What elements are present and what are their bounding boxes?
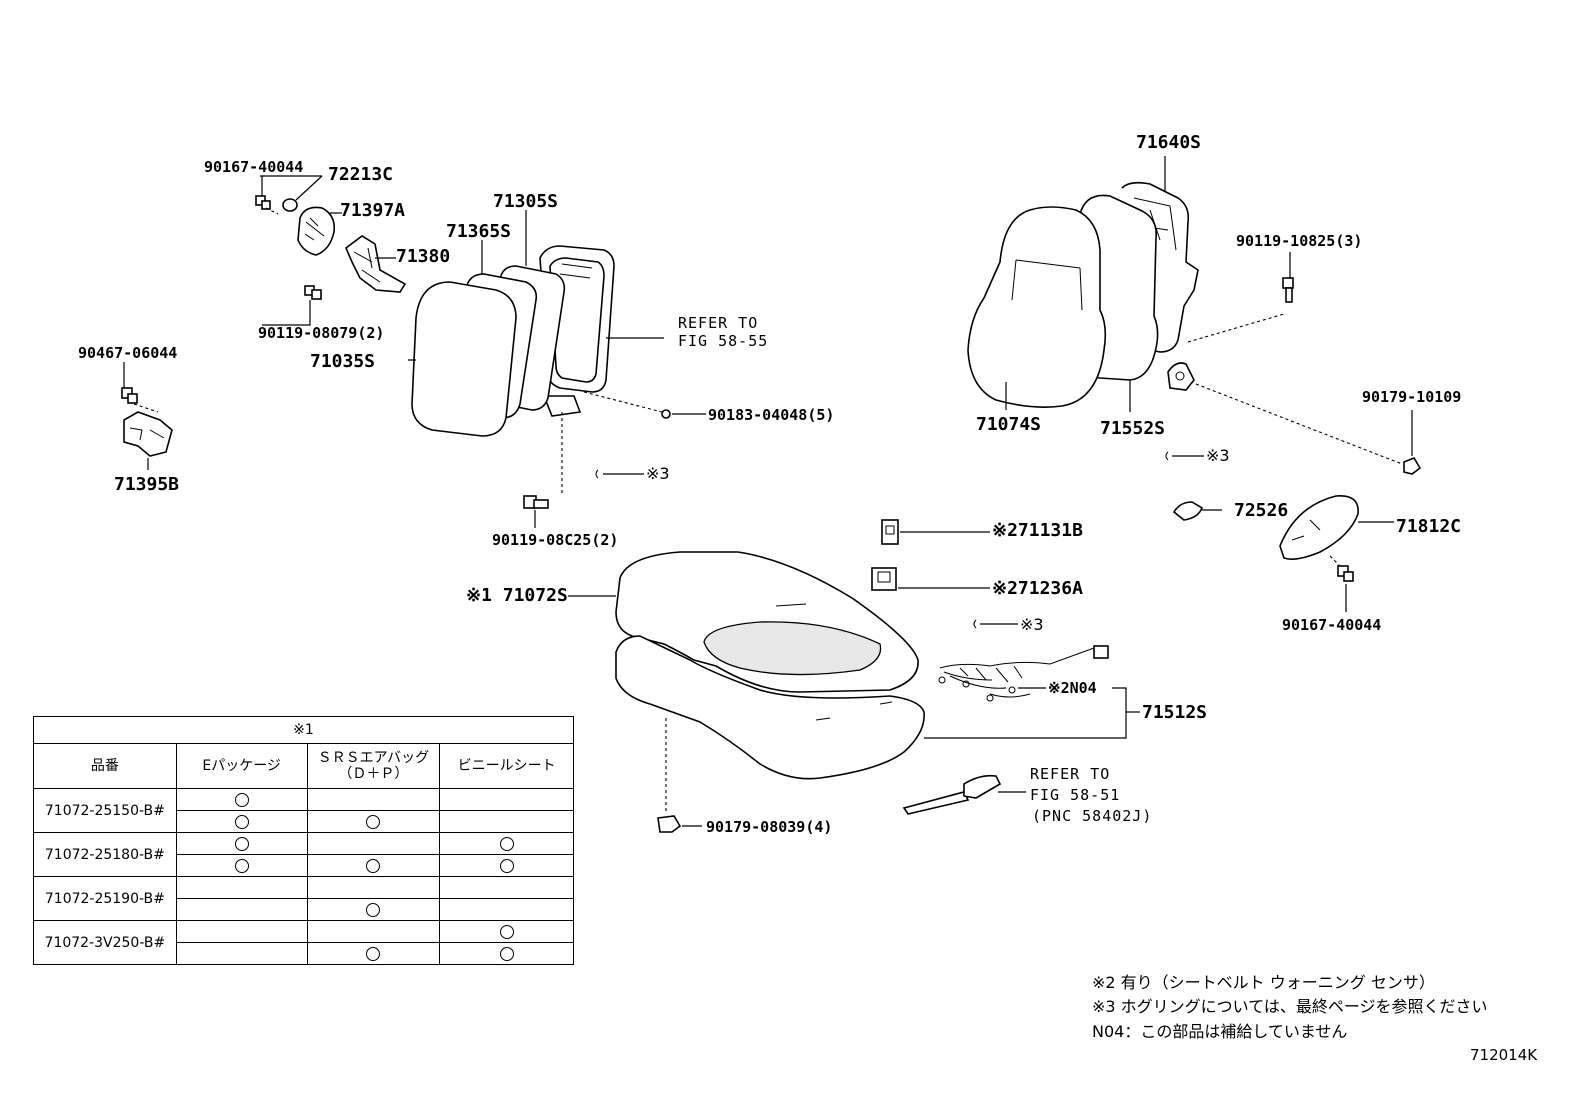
label-90167-40044-right: 90167-40044 xyxy=(1282,616,1381,634)
option-table: ※1 品番 Eパッケージ ＳＲＳエアバッグ （Ｄ＋Ｐ） ビニールシート 7107… xyxy=(33,716,574,965)
part-number-cell: 71072-3V250-B# xyxy=(33,920,177,965)
note-n04: N04：この部品は補給していません xyxy=(1092,1022,1347,1041)
table-row xyxy=(34,854,574,877)
bolt-90467 xyxy=(121,387,138,404)
label-72213c: 72213C xyxy=(328,164,393,185)
label-refer-2c: (PNC 58402J) xyxy=(1032,807,1152,825)
header-vinyl-seat: ビニールシート xyxy=(439,743,574,789)
bolt-90167-top xyxy=(255,195,271,210)
label-90179-08039: 90179-08039(4) xyxy=(706,818,832,836)
label-71397a: 71397A xyxy=(340,200,405,221)
label-note3-c: ※3 xyxy=(1020,615,1044,634)
circle-mark xyxy=(366,902,381,917)
bolt-90167-right xyxy=(1337,565,1354,582)
nut-90179-10109 xyxy=(1403,457,1422,475)
part-number-cell: 71072-25180-B# xyxy=(33,832,177,877)
label-71380: 71380 xyxy=(396,246,450,267)
table-row xyxy=(34,942,574,965)
circle-mark xyxy=(499,946,514,961)
bracket-71640s-bottom xyxy=(1167,362,1195,391)
note-2: ※2 有り（シートベルト ウォーニング センサ） xyxy=(1092,973,1435,992)
table-row: 71072-25190-B# xyxy=(33,876,574,921)
label-90119-10825: 90119-10825(3) xyxy=(1236,232,1362,250)
label-refer-2b: FIG 58-51 xyxy=(1030,786,1120,804)
label-90179-10109: 90179-10109 xyxy=(1362,388,1461,406)
table-row: 71072-3V250-B# xyxy=(33,920,574,965)
circle-mark xyxy=(234,792,249,807)
label-note3-a: ※3 xyxy=(646,464,670,483)
cap-72213c xyxy=(282,198,298,212)
label-71072s: ※1 71072S xyxy=(466,585,568,606)
bracket-71395b xyxy=(123,411,173,457)
anchor-58402j xyxy=(902,774,1002,815)
cover-71035s xyxy=(411,281,517,437)
hinge-71380 xyxy=(345,235,407,293)
label-72526: 72526 xyxy=(1234,500,1288,521)
label-71236a: ※271236A xyxy=(992,578,1083,599)
table-row xyxy=(34,898,574,921)
label-71395b: 71395B xyxy=(114,474,179,495)
header-srs-airbag: ＳＲＳエアバッグ （Ｄ＋Ｐ） xyxy=(306,743,441,789)
circle-mark xyxy=(366,946,381,961)
circle-mark xyxy=(366,858,381,873)
bolt-90119-10825 xyxy=(1282,277,1294,303)
circle-mark xyxy=(366,814,381,829)
circle-mark xyxy=(499,924,514,939)
header-srs-line1: ＳＲＳエアバッグ xyxy=(317,750,430,766)
cover-71074s xyxy=(967,206,1107,408)
cover-72526 xyxy=(1172,501,1203,521)
label-90183-04048: 90183-04048(5) xyxy=(708,406,834,424)
harness-n04 xyxy=(938,645,1109,702)
label-note3-b: ※3 xyxy=(1206,446,1230,465)
cover-71397a xyxy=(297,206,336,256)
label-90467-06044: 90467-06044 xyxy=(78,344,177,362)
note-3: ※3 ホグリングについては、最終ページを参照ください xyxy=(1092,997,1488,1016)
bolt-90119-08079 xyxy=(304,285,322,300)
circle-mark xyxy=(499,858,514,873)
header-e-package: Eパッケージ xyxy=(175,743,308,789)
pad-71512s xyxy=(615,635,925,780)
label-71074s: 71074S xyxy=(976,414,1041,435)
label-71512s: 71512S xyxy=(1142,702,1207,723)
circle-mark xyxy=(234,836,249,851)
switch-71131b xyxy=(881,519,899,545)
label-71305s: 71305S xyxy=(493,191,558,212)
label-refer-1a: REFER TO xyxy=(678,314,758,332)
label-71131b: ※271131B xyxy=(992,520,1083,541)
label-71035s: 71035S xyxy=(310,351,375,372)
table-title: ※1 xyxy=(33,716,574,744)
part-number-cell: 71072-25190-B# xyxy=(33,876,177,921)
table-row: 71072-25150-B# xyxy=(33,788,574,833)
circle-mark xyxy=(234,814,249,829)
label-refer-1b: FIG 58-55 xyxy=(678,332,768,350)
connector-71236a xyxy=(871,567,897,591)
label-90167-40044-top: 90167-40044 xyxy=(204,158,303,176)
cover-71072s xyxy=(615,551,919,693)
label-71812c: 71812C xyxy=(1396,516,1461,537)
label-71365s: 71365S xyxy=(446,221,511,242)
label-71552s: 71552S xyxy=(1100,418,1165,439)
clip-90179-08039 xyxy=(657,815,682,833)
label-n04: ※2N04 xyxy=(1048,679,1097,697)
bolt-90119-08c25 xyxy=(523,495,549,509)
figure-code: 712014K xyxy=(1470,1046,1538,1064)
shield-71812c xyxy=(1279,495,1359,560)
label-refer-2a: REFER TO xyxy=(1030,765,1110,783)
part-number-cell: 71072-25150-B# xyxy=(33,788,177,833)
table-row xyxy=(34,810,574,833)
header-part-number: 品番 xyxy=(33,743,177,789)
table-row: 71072-25180-B# xyxy=(33,832,574,877)
circle-mark xyxy=(234,858,249,873)
label-90119-08079: 90119-08079(2) xyxy=(258,324,384,342)
label-71640s: 71640S xyxy=(1136,132,1201,153)
label-90119-08c25: 90119-08C25(2) xyxy=(492,531,618,549)
circle-mark xyxy=(499,836,514,851)
header-srs-line2: （Ｄ＋Ｐ） xyxy=(338,766,409,782)
